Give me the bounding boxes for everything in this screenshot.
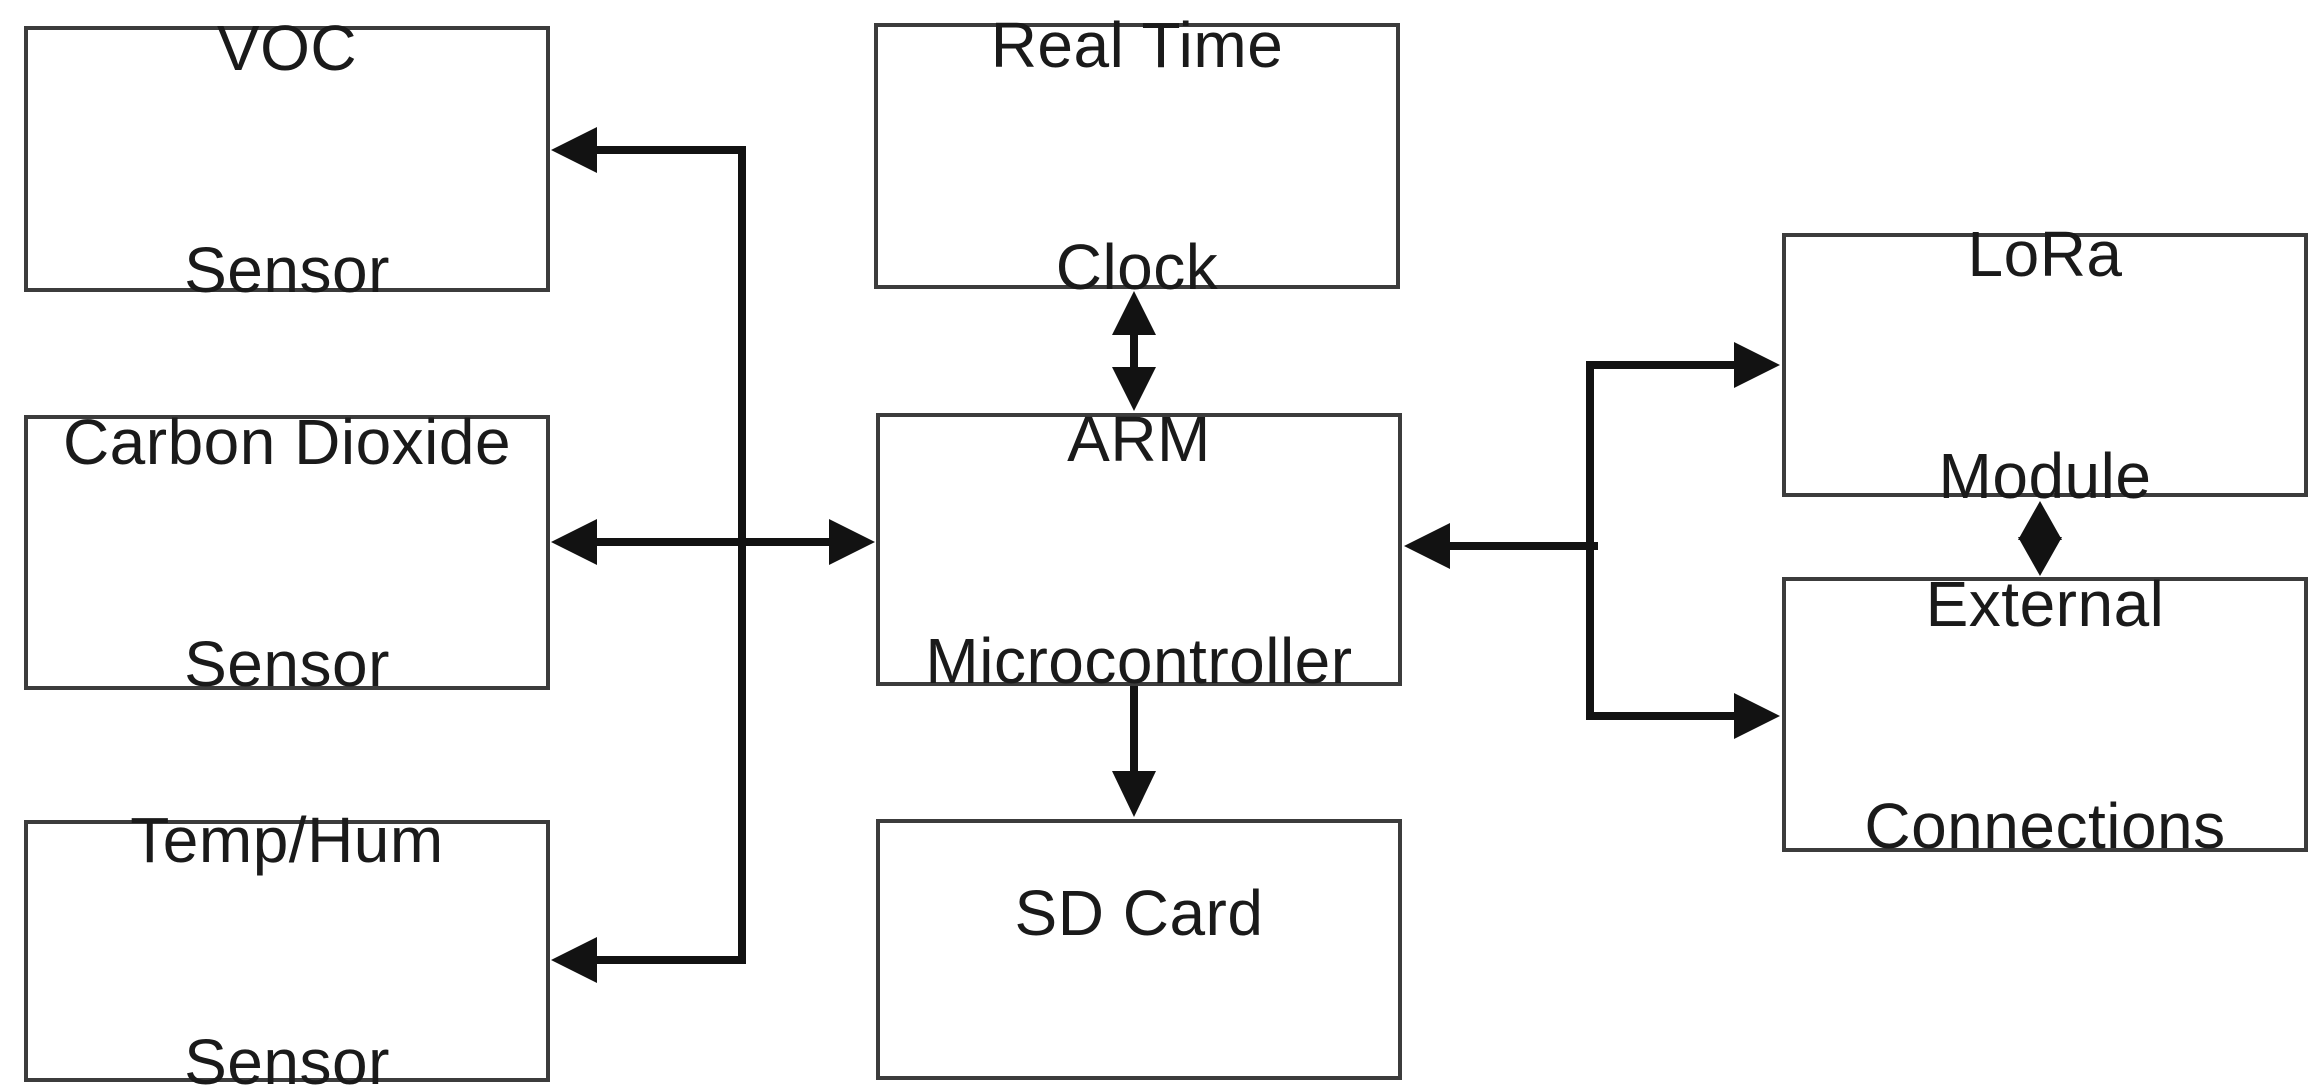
connector-bus-to-arm [1404, 523, 1598, 569]
node-lora-module-label: LoRa Module [1938, 218, 2152, 512]
node-carbon-dioxide-sensor: Carbon Dioxide Sensor [24, 406, 550, 700]
arrowhead-into-voc [551, 127, 597, 173]
arrowhead-into-ext [1734, 693, 1780, 739]
node-temp-hum-sensor-label: Temp/Hum Sensor [130, 804, 444, 1088]
node-real-time-clock: Real Time Clock [874, 9, 1400, 303]
connector-bus-to-lora [1586, 342, 1780, 388]
node-arm-microcontroller-label: ARM Microcontroller [925, 402, 1353, 697]
node-temp-hum-sensor: Temp/Hum Sensor [24, 804, 550, 1088]
connector-co2-arm [551, 519, 875, 565]
connector-bus-to-voc [551, 127, 746, 173]
node-sd-card-label: SD Card [1014, 876, 1264, 949]
arrowhead-into-arm-left [829, 519, 875, 565]
node-external-connections: External Connections [1782, 568, 2308, 862]
node-voc-sensor-label: VOC Sensor [184, 12, 390, 306]
node-arm-microcontroller: ARM Microcontroller [876, 403, 1402, 697]
arrowhead-into-co2 [551, 519, 597, 565]
node-external-connections-label: External Connections [1864, 567, 2226, 862]
node-sd-card: SD Card [876, 819, 1402, 1080]
node-real-time-clock-label: Real Time Clock [990, 9, 1284, 303]
node-lora-module: LoRa Module [1782, 218, 2308, 512]
arrowhead-into-arm-right [1404, 523, 1450, 569]
arrowhead-into-lora [1734, 342, 1780, 388]
node-voc-sensor: VOC Sensor [24, 12, 550, 306]
arrowhead-into-temphum [551, 937, 597, 983]
connector-bus-to-temphum [551, 937, 746, 983]
connector-bus-to-ext [1586, 693, 1780, 739]
node-carbon-dioxide-sensor-label: Carbon Dioxide Sensor [62, 405, 512, 700]
